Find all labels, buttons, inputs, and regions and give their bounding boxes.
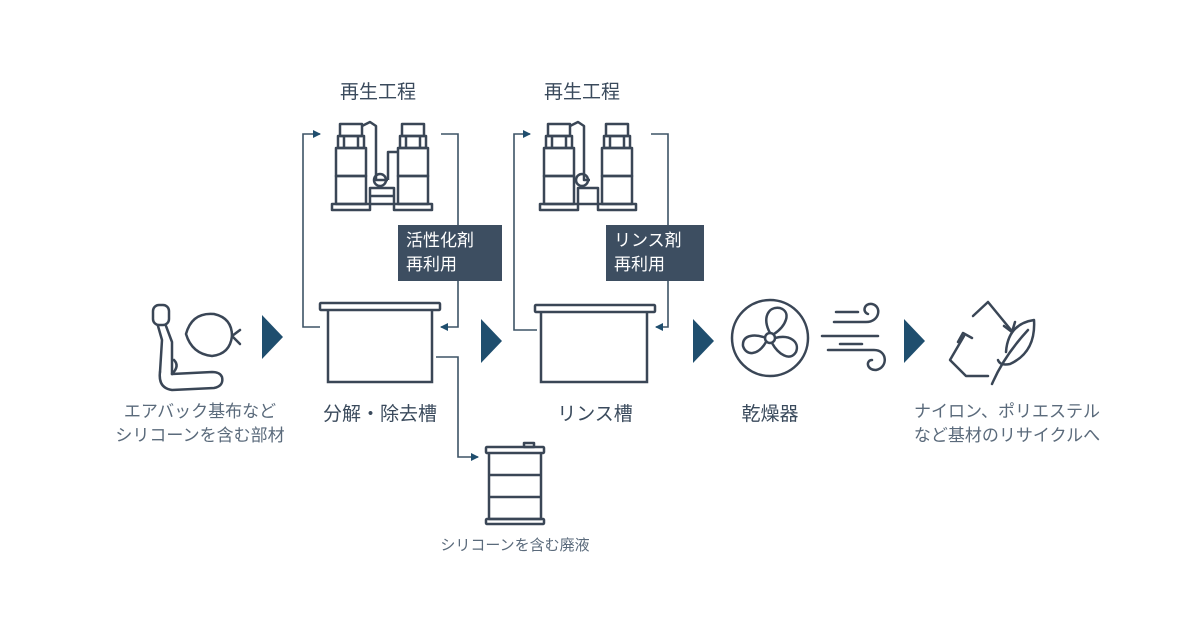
tag-rinse-line1: リンス剤: [614, 231, 682, 251]
flow-line: [436, 356, 479, 461]
car-seat-airbag-icon: [151, 303, 242, 392]
recycle-leaf-icon: [948, 300, 1036, 386]
tag-activator-reuse: 活性化剤 再利用: [398, 225, 502, 281]
tank-icon: [533, 303, 657, 384]
tag-activator-line2: 再利用: [406, 255, 457, 275]
output-label-line1: ナイロン、ポリエステル: [914, 402, 1100, 422]
fan-icon: [730, 298, 810, 378]
tag-rinse-reuse: リンス剤 再利用: [606, 225, 704, 281]
regen2-title: 再生工程: [543, 81, 620, 103]
tag-activator-line1: 活性化剤: [406, 231, 474, 251]
tag-rinse-line2: 再利用: [614, 255, 665, 275]
input-label-line1: エアバック基布など: [123, 402, 277, 422]
output-label: ナイロン、ポリエステル など基材のリサイクルへ: [912, 400, 1102, 448]
tank1-label: 分解・除去槽: [322, 403, 437, 425]
flow-line: [302, 130, 321, 328]
play-arrow-icon: [262, 315, 283, 359]
output-label-line2: など基材のリサイクルへ: [913, 426, 1101, 446]
drum-icon: [484, 441, 546, 526]
waste-label: シリコーンを含む廃液: [440, 536, 590, 554]
tank-icon: [318, 301, 442, 384]
play-arrow-icon: [693, 319, 714, 363]
input-label-line2: シリコーンを含む部材: [115, 426, 285, 446]
dryer-label: 乾燥器: [741, 403, 799, 425]
regeneration-plant-icon: [538, 120, 638, 212]
regen1-title: 再生工程: [339, 81, 416, 103]
wind-icon: [820, 302, 886, 372]
regeneration-plant-icon: [330, 120, 434, 212]
tank2-label: リンス槽: [557, 403, 633, 425]
flow-line: [513, 130, 537, 331]
input-label: エアバック基布など シリコーンを含む部材: [110, 400, 290, 448]
play-arrow-icon: [904, 319, 925, 363]
play-arrow-icon: [481, 319, 502, 363]
